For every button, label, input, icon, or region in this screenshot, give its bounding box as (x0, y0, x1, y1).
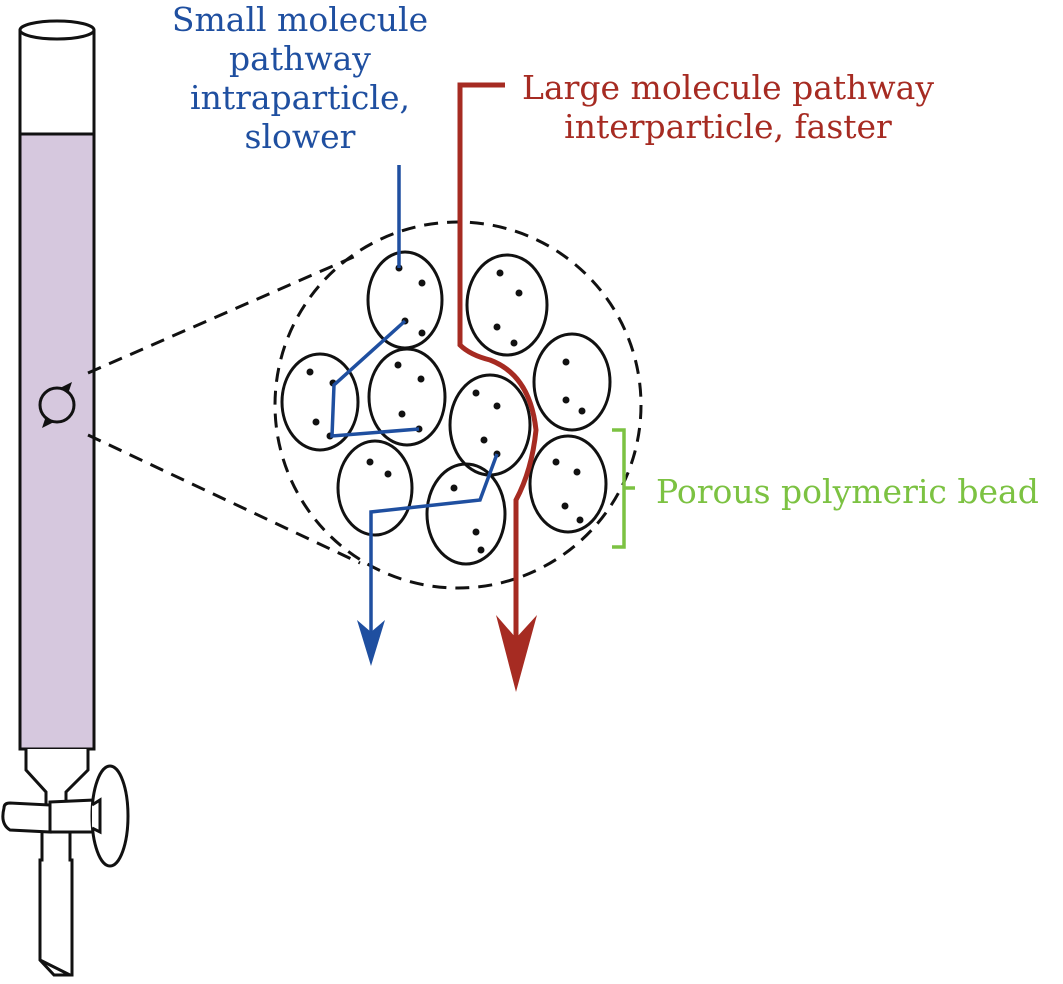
small-molecule-label: Small molecule pathway intraparticle, sl… (150, 0, 450, 156)
small-pathway-arrowhead (357, 620, 385, 666)
magnified-spot-arrow-bottom (42, 416, 54, 428)
pore-dot (510, 339, 518, 347)
bead (465, 253, 549, 357)
column-neck (24, 749, 90, 977)
pore-dot (552, 458, 560, 466)
pore-dot (450, 484, 458, 492)
bead (367, 347, 447, 447)
pore-dot (312, 418, 320, 426)
column-tip-edge (39, 958, 71, 977)
bead (366, 250, 444, 350)
bead (280, 352, 360, 452)
column-top-rim (18, 19, 96, 41)
pore-dot (561, 502, 569, 510)
small-molecule-label-line: slower (244, 117, 356, 156)
large-molecule-label-line: interparticle, faster (564, 107, 892, 146)
pore-dot (472, 389, 480, 397)
small-molecule-label-line: Small molecule (171, 0, 429, 39)
large-pathway-line (457, 82, 539, 640)
small-molecule-pathway (330, 165, 499, 640)
magnified-spot-arrow-top (60, 382, 72, 394)
pore-dot (480, 436, 488, 444)
stopcock-body (48, 798, 97, 834)
pore-dot (493, 323, 501, 331)
bead (425, 462, 507, 566)
column-packing (18, 132, 96, 751)
pore-dot (418, 279, 426, 287)
small-molecule-label-line: intraparticle, (190, 78, 410, 117)
large-molecule-label: Large molecule pathway interparticle, fa… (508, 68, 948, 146)
pore-dot (366, 458, 374, 466)
beads (280, 250, 612, 566)
small-molecule-label-line: pathway (229, 39, 371, 78)
pore-dot (417, 375, 425, 383)
pore-dot (384, 470, 392, 478)
pore-dot (394, 361, 402, 369)
pore-dot (573, 468, 581, 476)
pore-dot (576, 516, 584, 524)
stopcock-handle (1, 801, 52, 834)
bead-pores (306, 264, 586, 554)
porous-bead-label: Porous polymeric bead (656, 472, 1039, 511)
pore-dot (477, 546, 485, 554)
pore-dot (418, 329, 426, 337)
zoom-line-bottom (87, 433, 361, 565)
chromatography-column (1, 19, 130, 977)
pore-dot (398, 410, 406, 418)
bead (532, 332, 612, 432)
magnified-spot (38, 386, 76, 424)
pore-dot (472, 528, 480, 536)
small-pathway-line (330, 319, 420, 438)
large-molecule-pathway (457, 82, 539, 640)
pore-dot (496, 269, 504, 277)
stopcock-stem (91, 797, 102, 835)
large-molecule-label-line: Large molecule pathway (522, 68, 934, 107)
pore-dot (493, 402, 501, 410)
bead (336, 439, 414, 537)
pore-dot (562, 396, 570, 404)
bead-bracket (612, 428, 635, 549)
small-pathway-line (369, 453, 499, 640)
zoom-line-top (87, 253, 359, 375)
pore-dot (515, 289, 523, 297)
bead (448, 373, 532, 477)
pore-dot (306, 368, 314, 376)
bead (528, 434, 608, 534)
pore-dot (562, 358, 570, 366)
large-pathway-arrowhead (496, 615, 537, 692)
pore-dot (578, 407, 586, 415)
